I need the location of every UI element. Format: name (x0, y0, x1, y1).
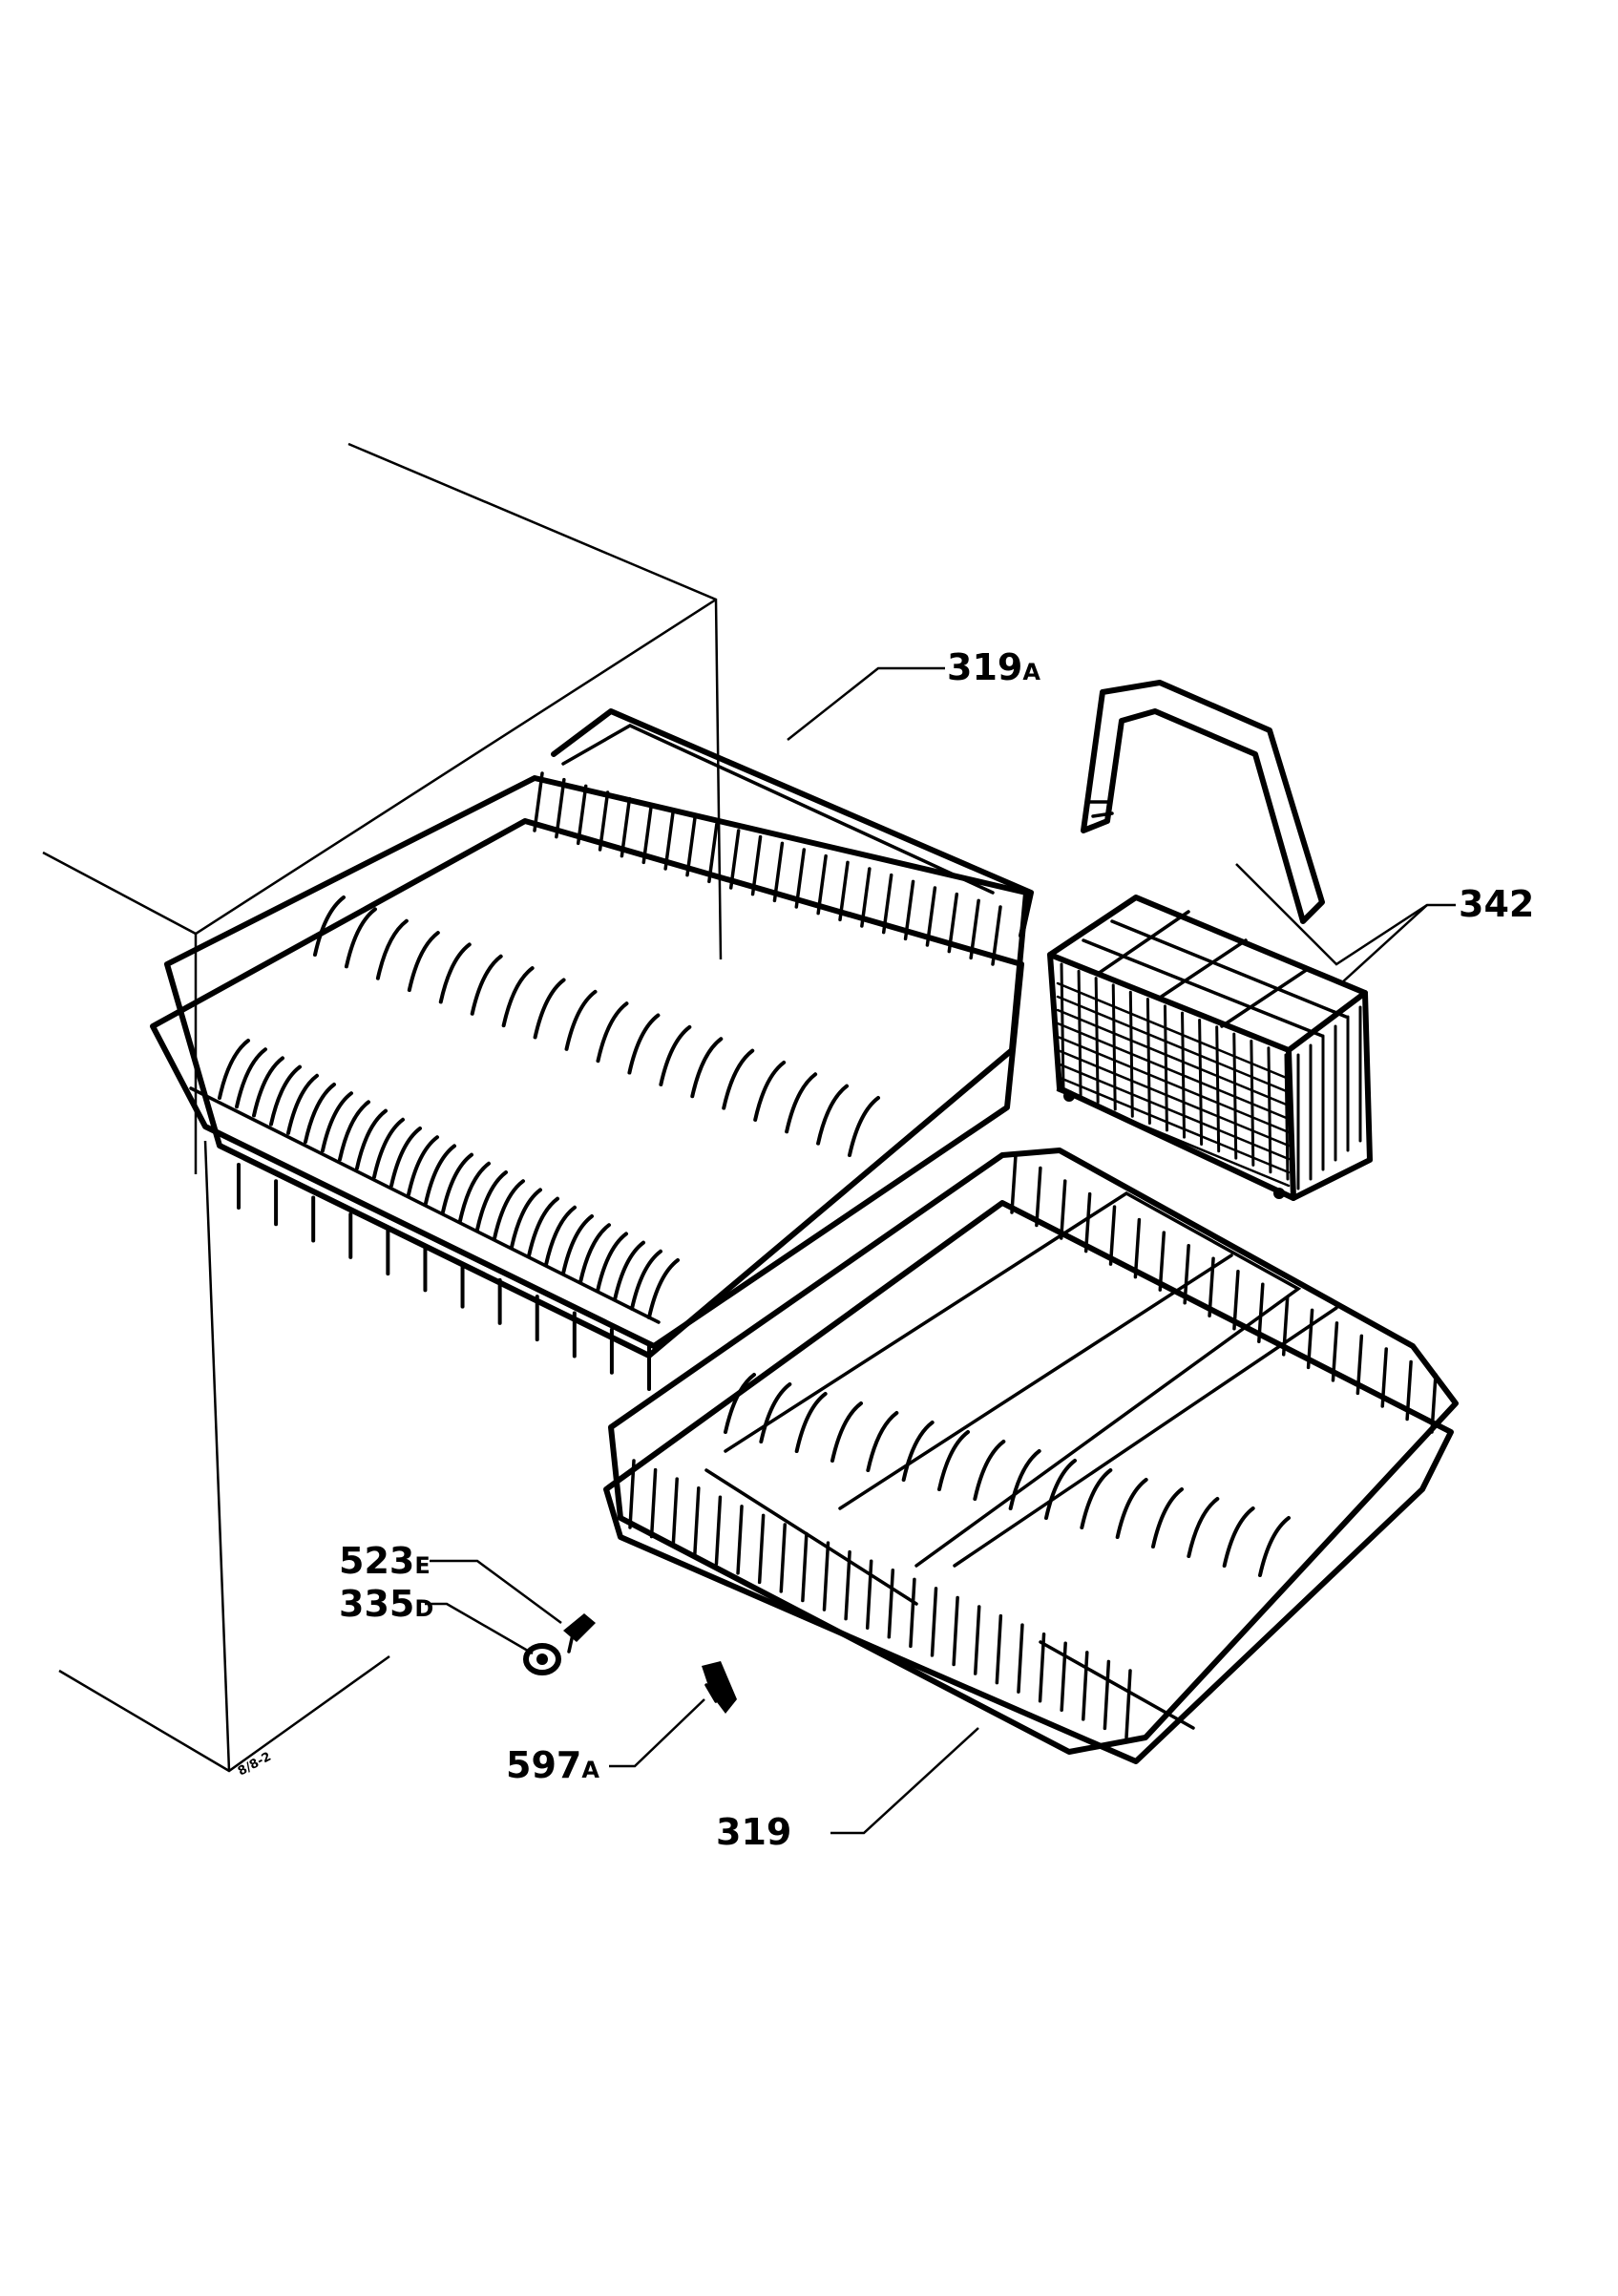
label-number: 319 (716, 1811, 791, 1853)
label-number: 523 (339, 1540, 414, 1582)
label-number: 342 (1459, 883, 1534, 925)
upper-basket-prongs (218, 771, 1002, 1319)
svg-text:523E: 523E (339, 1540, 431, 1582)
cutlery-basket (1047, 895, 1373, 1201)
label-number: 597 (506, 1744, 581, 1786)
callout-597a: 597A (506, 1744, 599, 1786)
upper-basket-legs (237, 1163, 651, 1391)
label-suffix: A (581, 1757, 599, 1783)
svg-text:335D: 335D (339, 1583, 433, 1625)
wheel-axle (563, 1613, 596, 1654)
label-number: 319 (947, 646, 1022, 688)
leader-lines (425, 666, 1456, 1835)
upper-basket (150, 708, 1034, 1391)
callout-342: 342 (1459, 883, 1534, 925)
label-suffix: E (414, 1552, 430, 1579)
svg-text:597A: 597A (506, 1744, 599, 1786)
cutlery-basket-grid (1056, 962, 1362, 1190)
svg-text:342: 342 (1459, 883, 1534, 925)
label-suffix: A (1022, 659, 1040, 685)
lower-basket-prongs (628, 1153, 1438, 1739)
label-suffix: D (414, 1595, 433, 1622)
callout-319: 319 (716, 1811, 791, 1853)
svg-text:319A: 319A (947, 646, 1040, 688)
callout-523e: 523E (339, 1540, 431, 1582)
lower-basket (603, 1148, 1459, 1764)
cutlery-basket-handle (1081, 680, 1325, 924)
drawing-code: 8/8-2 (236, 1750, 274, 1780)
callout-335d: 335D (339, 1583, 433, 1625)
basket-stop (702, 1661, 737, 1714)
svg-text:319: 319 (716, 1811, 791, 1853)
label-number: 335 (339, 1583, 414, 1625)
callout-319a: 319A (947, 646, 1040, 688)
wheel (523, 1643, 561, 1675)
